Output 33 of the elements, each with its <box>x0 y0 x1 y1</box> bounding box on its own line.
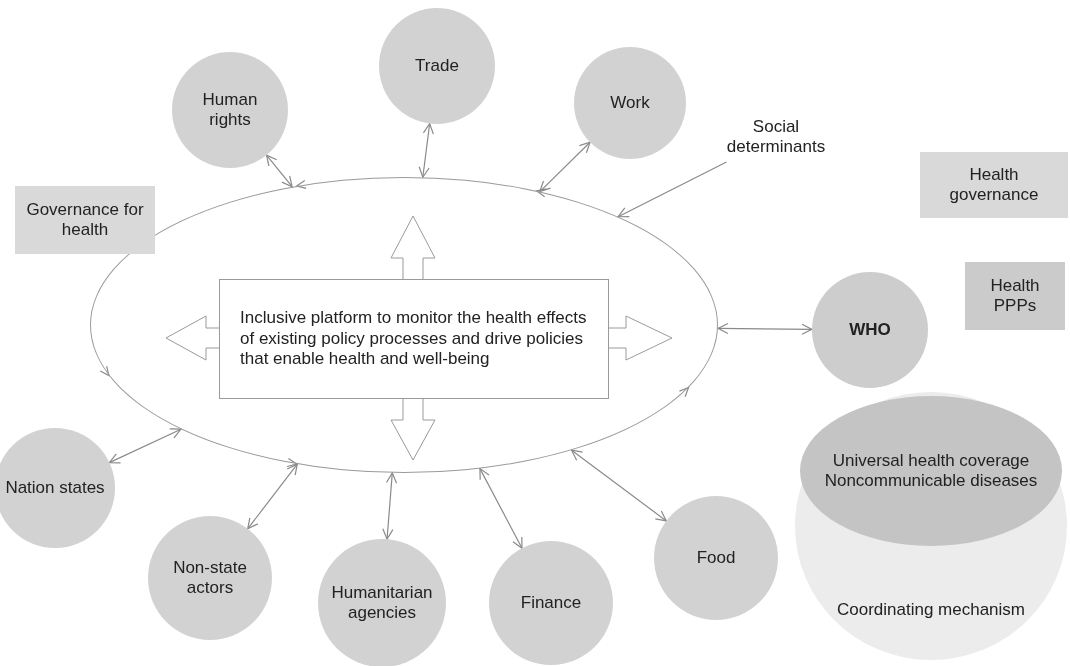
node-label: Health PPPs <box>989 275 1041 317</box>
label-box <box>965 262 1065 330</box>
node-label: Nation states <box>4 477 106 499</box>
double-arrow <box>571 449 667 522</box>
platform-box <box>219 279 609 399</box>
node-label: Inclusive platform to monitor the health effects of existing policy processes and drive policies that enable health and well-being <box>239 308 588 370</box>
double-arrow <box>265 154 293 188</box>
double-arrow <box>108 428 182 464</box>
double-arrow <box>717 322 813 335</box>
node-label: Governance for health <box>25 199 145 241</box>
node-label: Social determinants <box>725 116 827 158</box>
node-label: Universal health coverage <box>831 450 1031 471</box>
double-arrow <box>539 141 591 193</box>
double-arrow <box>418 122 434 178</box>
block-arrow <box>390 215 436 281</box>
double-arrow <box>617 161 728 218</box>
label-box <box>920 152 1068 218</box>
node-label: Food <box>695 547 737 569</box>
node-label: Trade <box>414 55 460 77</box>
node-label: Work <box>609 92 651 114</box>
label-box <box>15 186 155 254</box>
double-arrow <box>382 472 398 540</box>
double-arrow <box>247 463 298 530</box>
double-arrow <box>479 468 523 549</box>
node-label: Noncommunicable diseases <box>823 471 1039 492</box>
node-label: WHO <box>848 319 892 341</box>
node-label: Humanitarian agencies <box>330 582 434 624</box>
node-label: Health governance <box>948 164 1040 206</box>
block-arrow <box>165 315 221 361</box>
node-label: Finance <box>519 592 583 614</box>
node-label: Human rights <box>201 89 259 131</box>
node-label: Non-state actors <box>172 557 248 599</box>
node-label: Coordinating mechanism <box>835 599 1026 620</box>
